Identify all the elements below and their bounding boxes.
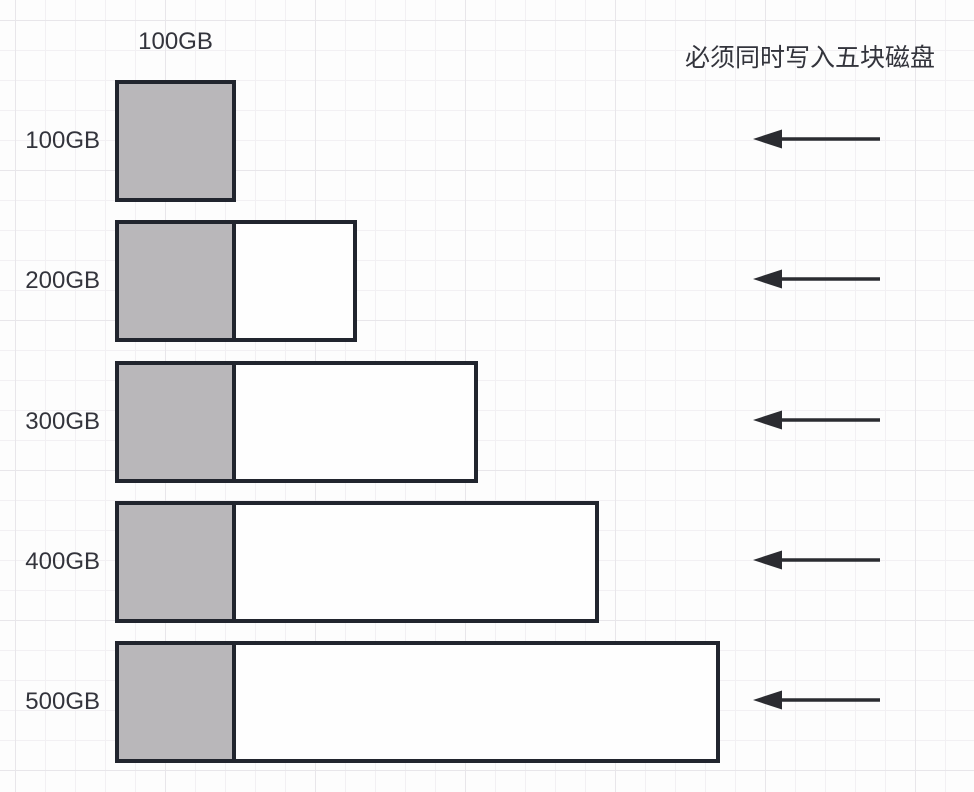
- disk-capacity-label: 300GB: [25, 408, 100, 435]
- left-arrow-icon: [753, 550, 880, 570]
- disk-bar: [115, 80, 236, 202]
- written-segment: [115, 501, 236, 623]
- disk-bar: [115, 361, 478, 483]
- free-segment: [232, 501, 599, 623]
- written-segment: [115, 80, 236, 202]
- disk-capacity-label: 100GB: [25, 127, 100, 154]
- left-arrow-icon: [753, 410, 880, 430]
- disk-row: 200GB: [0, 220, 974, 342]
- written-segment: [115, 641, 236, 763]
- note-label: 必须同时写入五块磁盘: [684, 44, 935, 72]
- disk-capacity-label: 500GB: [25, 688, 100, 715]
- left-arrow-icon: [753, 690, 880, 710]
- disk-row: 500GB: [0, 641, 974, 763]
- written-segment: [115, 220, 236, 342]
- free-segment: [232, 361, 478, 483]
- written-unit-label: 100GB: [138, 28, 213, 55]
- free-segment: [232, 641, 720, 763]
- disk-bar: [115, 641, 720, 763]
- free-segment: [232, 220, 357, 342]
- written-segment: [115, 361, 236, 483]
- disk-bar: [115, 220, 357, 342]
- disk-capacity-label: 400GB: [25, 548, 100, 575]
- disk-bar: [115, 501, 599, 623]
- left-arrow-icon: [753, 269, 880, 289]
- disk-row: 100GB: [0, 80, 974, 202]
- left-arrow-icon: [753, 129, 880, 149]
- disk-row: 300GB: [0, 361, 974, 483]
- disk-capacity-label: 200GB: [25, 267, 100, 294]
- disk-row: 400GB: [0, 501, 974, 623]
